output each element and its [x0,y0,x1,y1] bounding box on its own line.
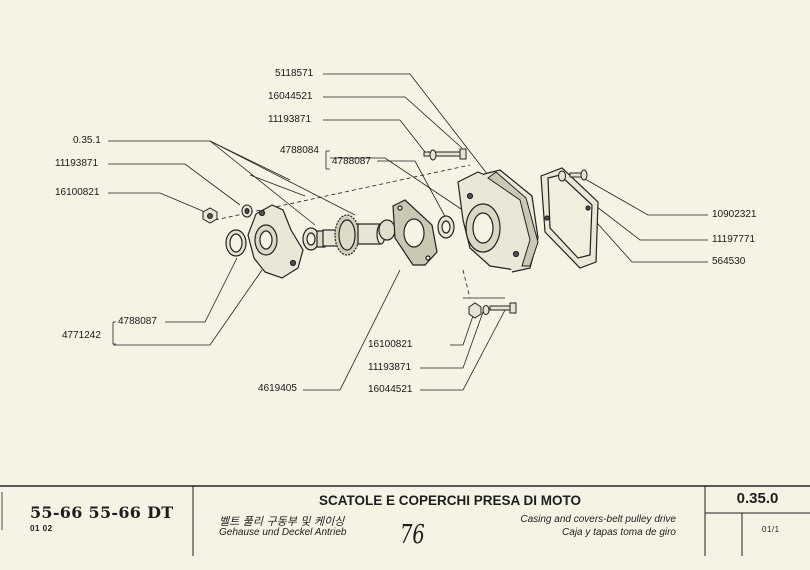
label-5118571: 5118571 [275,68,314,79]
label-10902321: 10902321 [712,209,757,220]
bearing [302,227,326,251]
gear-shaft-0-35-1 [322,214,396,256]
leader-564530 [589,214,708,263]
gasket-5118571 [487,171,539,267]
leader-0-35-1-b [209,140,316,226]
label-11197771: 11197771 [712,234,756,245]
leader-4788084 [330,157,471,216]
casing-4771242 [247,204,304,279]
sheet-number: 01/1 [762,525,780,534]
leader-11193871-top [323,119,426,153]
cover-plate-564530 [540,167,599,269]
leader-0-35-1-c [209,140,356,216]
label-4788087-bottom: 4788087 [118,316,157,327]
leader-16100821-bottom [450,309,476,346]
model-name: 55-66 55-66 DT [30,503,174,522]
washer-11193871-bottom [482,305,490,315]
label-16100821-left: 16100821 [55,187,100,198]
center-axis [214,164,471,221]
washer-11193871-left [241,204,253,218]
label-4788087-top: 4788087 [332,156,371,167]
leader-0-35-1-d [249,174,306,197]
label-564530: 564530 [712,256,746,267]
label-16100821-bottom: 16100821 [368,339,413,350]
gasket-4619405 [392,199,438,266]
nut-16100821-bottom [468,302,482,319]
section-code: 0.35.0 [736,490,779,507]
washer-11197771 [558,170,566,182]
nut-16100821-left [202,207,218,224]
bolt-16044521-bottom [489,302,517,314]
label-16044521-bottom: 16044521 [368,384,413,395]
leader-16100821-left [108,192,206,213]
title-english: Casing and covers-belt pulley drive [520,514,676,525]
label-11193871-top: 11193871 [268,114,312,125]
leader-10902321 [577,174,708,216]
seal-ring-4788087-left [225,229,247,257]
label-16044521-top: 16044521 [268,91,313,102]
title-korean: 벨트 풀리 구동부 및 케이싱 [219,515,345,528]
center-axis-bottom [462,269,471,299]
label-11193871-left: 11193871 [55,158,99,169]
title-italian: SCATOLE E COPERCHI PRESA DI MOTO [318,493,582,508]
label-4619405: 4619405 [258,383,297,394]
leader-4771242 [113,269,263,346]
leader-16044521-bottom [420,309,506,391]
leader-5118571 [323,73,489,176]
title-spanish: Caja y tapas toma de giro [562,527,676,538]
leader-4788087-top [377,160,449,223]
label-0-35-1: 0.35.1 [73,135,101,146]
leader-11193871-bottom [420,311,484,369]
leader-4788087-bottom [165,257,238,323]
casing-main [457,169,539,273]
leader-11193871-left [108,163,241,206]
label-4771242: 4771242 [62,330,101,341]
label-4788084: 4788084 [280,145,319,156]
bolt-16044521-top [423,148,467,161]
title-block-frame [0,485,810,556]
bracket-4771242 [112,321,116,345]
leader-16044521-top [323,96,463,149]
leader-4619405 [303,269,401,391]
screw-10902321 [569,169,588,181]
label-11193871-bottom: 11193871 [368,362,412,373]
page-number: 76 [400,520,425,550]
model-code: 01 02 [30,524,53,533]
bracket-4788084 [325,150,330,170]
title-german: Gehause und Deckel Antrieb [219,527,347,538]
seal-ring-4788084 [437,215,455,239]
